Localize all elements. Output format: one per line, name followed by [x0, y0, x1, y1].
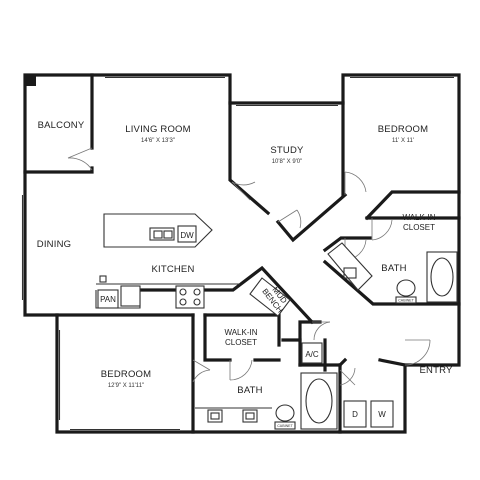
walk-in-closet-1-label-2: CLOSET [403, 223, 435, 232]
bath-1-sink [343, 267, 357, 279]
bath-2-tub [300, 372, 338, 430]
laundry: D W [343, 400, 394, 428]
study-label: STUDY [270, 145, 304, 156]
bath-2-toilet [275, 404, 295, 422]
bedroom-2-label: BEDROOM [101, 369, 152, 380]
ac-closet: A/C [301, 342, 323, 364]
washer-label: W [378, 410, 386, 419]
bath-1-label: BATH [381, 263, 406, 274]
dryer [343, 400, 367, 428]
bath-1-tub [426, 251, 458, 303]
bath-1-fixtures: CABINET [327, 242, 458, 304]
island-sink [149, 227, 175, 241]
ac-label: A/C [305, 350, 319, 359]
refrigerator [120, 285, 141, 307]
bath-1-toilet [396, 279, 416, 297]
walk-in-closet-2-label-2: CLOSET [225, 338, 257, 347]
dishwasher [177, 225, 197, 243]
bath-2-label: BATH [237, 385, 262, 396]
counter-sink-mark [99, 275, 107, 283]
dryer-label: D [352, 410, 358, 419]
mud-bench: MUD BENCH [249, 277, 291, 317]
structural-column [25, 75, 36, 86]
study-dimensions: 10'8" X 9'0" [272, 159, 303, 165]
room-labels: BALCONY LIVING ROOM 14'6" X 13'3" STUDY … [37, 120, 453, 396]
living-room-dimensions: 14'6" X 13'3" [141, 138, 175, 144]
bedroom-1-dimensions: 11' X 11' [392, 138, 414, 144]
washer [370, 400, 394, 428]
bath-2-cabinet-label: CABINET [277, 424, 293, 428]
dining-label: DINING [37, 239, 71, 250]
pantry-label: PAN [100, 295, 116, 304]
range [175, 285, 205, 309]
bath-1-cabinet-label: CABINET [398, 299, 414, 303]
kitchen-label: KITCHEN [151, 264, 194, 275]
kitchen-counter: PAN [95, 275, 240, 309]
walk-in-closet-2-label-1: WALK-IN [224, 328, 257, 337]
door-swings [67, 147, 431, 386]
dishwasher-label: DW [180, 231, 194, 240]
walk-in-closet-1-label-1: WALK-IN [402, 213, 435, 222]
bath-2-fixtures: CABINET [195, 372, 338, 430]
pantry [97, 289, 119, 309]
bath-2-sink-left [207, 409, 223, 423]
bedroom-2-dimensions: 12'9" X 11'11" [108, 383, 144, 389]
bedroom-1-label: BEDROOM [378, 124, 429, 135]
balcony-label: BALCONY [38, 120, 85, 131]
ac-unit [301, 342, 323, 364]
kitchen-island: DW [103, 213, 213, 248]
entry-label: ENTRY [419, 365, 452, 376]
bath-2-sink-right [242, 409, 258, 423]
living-room-label: LIVING ROOM [125, 124, 191, 135]
